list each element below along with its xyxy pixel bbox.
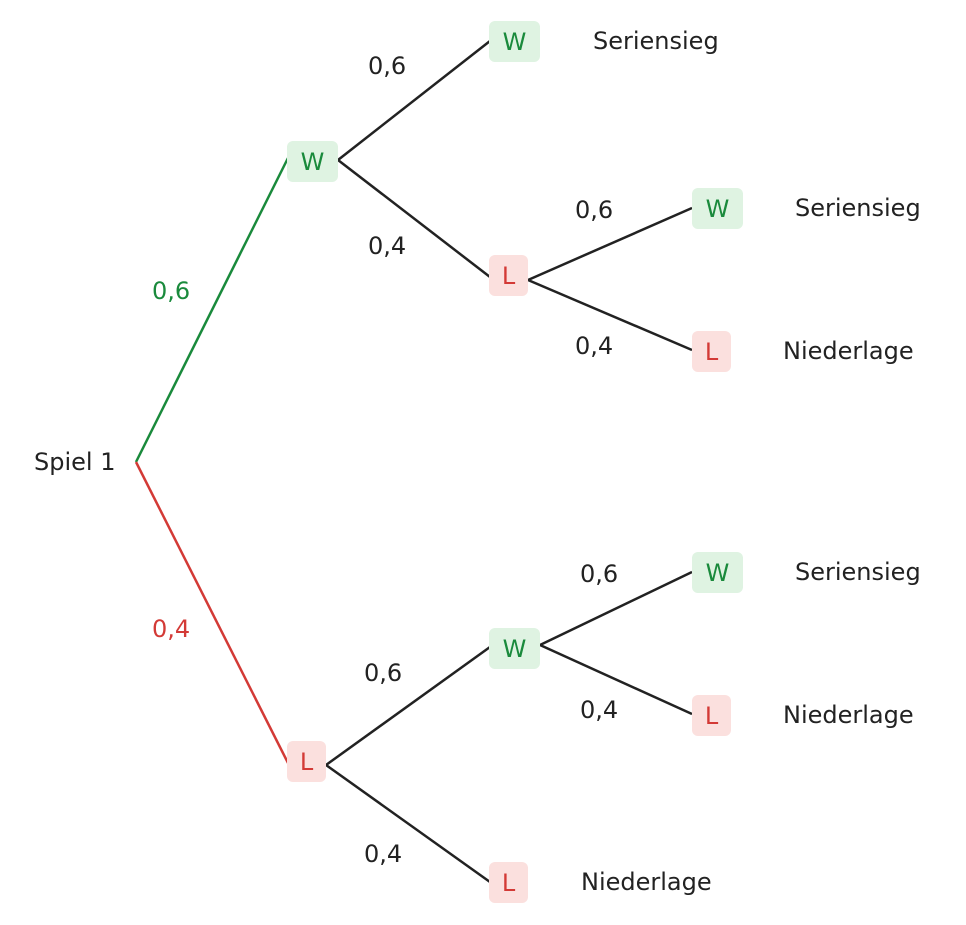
node-lwl: L <box>692 695 731 736</box>
node-wll-label: L <box>705 338 719 366</box>
outcome-ll: Niederlage <box>581 868 712 896</box>
prob-l1-lw: 0,6 <box>364 659 402 687</box>
node-wlw: W <box>692 188 743 229</box>
node-w1-label: W <box>301 148 325 176</box>
prob-l1-ll: 0,4 <box>364 840 402 868</box>
edge-wl-wlw <box>527 206 693 282</box>
node-ww: W <box>489 21 540 62</box>
node-ll-box <box>489 862 528 903</box>
edges <box>134 40 693 884</box>
prob-wl-wll: 0,4 <box>575 332 613 360</box>
node-l1-box <box>287 741 326 782</box>
node-lw-box <box>489 628 540 669</box>
outcome-lww: Seriensieg <box>795 558 921 586</box>
node-ww-box <box>489 21 540 62</box>
outcome-labels: Seriensieg Seriensieg Niederlage Seriens… <box>581 27 921 896</box>
prob-root-l1: 0,4 <box>152 615 190 643</box>
node-l1: L <box>287 741 326 782</box>
edge-w1-wl <box>337 159 491 278</box>
probability-labels: 0,6 0,4 0,6 0,4 0,6 0,4 0,6 0,4 0,6 0,4 <box>152 52 618 868</box>
node-lww: W <box>692 552 743 593</box>
node-wlw-box <box>692 188 743 229</box>
root-label: Spiel 1 <box>34 448 115 476</box>
node-lww-label: W <box>706 559 730 587</box>
prob-w1-ww: 0,6 <box>368 52 406 80</box>
prob-lw-lwl: 0,4 <box>580 696 618 724</box>
edge-lw-lwl <box>539 643 693 716</box>
outcome-wlw: Seriensieg <box>795 194 921 222</box>
node-lwl-box <box>692 695 731 736</box>
node-w1-box <box>287 141 338 182</box>
edge-w1-ww <box>337 40 491 161</box>
edge-root-l1 <box>134 461 290 764</box>
node-lww-box <box>692 552 743 593</box>
node-wl-box <box>489 255 528 296</box>
prob-wl-wlw: 0,6 <box>575 196 613 224</box>
node-wll-box <box>692 331 731 372</box>
node-w1: W <box>287 141 338 182</box>
node-wlw-label: W <box>706 195 730 223</box>
node-wll: L <box>692 331 731 372</box>
edge-wl-wll <box>527 278 693 352</box>
node-lw-label: W <box>503 635 527 663</box>
node-lwl-label: L <box>705 702 719 730</box>
prob-root-w1: 0,6 <box>152 277 190 305</box>
prob-lw-lww: 0,6 <box>580 560 618 588</box>
prob-w1-wl: 0,4 <box>368 232 406 260</box>
outcome-lwl: Niederlage <box>783 701 914 729</box>
edge-l1-lw <box>325 645 491 767</box>
edge-lw-lww <box>539 570 693 647</box>
outcome-ww: Seriensieg <box>593 27 719 55</box>
node-l1-label: L <box>300 748 314 776</box>
node-wl-label: L <box>502 262 516 290</box>
node-ww-label: W <box>503 28 527 56</box>
edge-root-w1 <box>134 157 290 463</box>
outcome-wll: Niederlage <box>783 337 914 365</box>
node-wl: L <box>489 255 528 296</box>
node-ll: L <box>489 862 528 903</box>
edge-l1-ll <box>325 763 491 884</box>
node-ll-label: L <box>502 869 516 897</box>
node-lw: W <box>489 628 540 669</box>
